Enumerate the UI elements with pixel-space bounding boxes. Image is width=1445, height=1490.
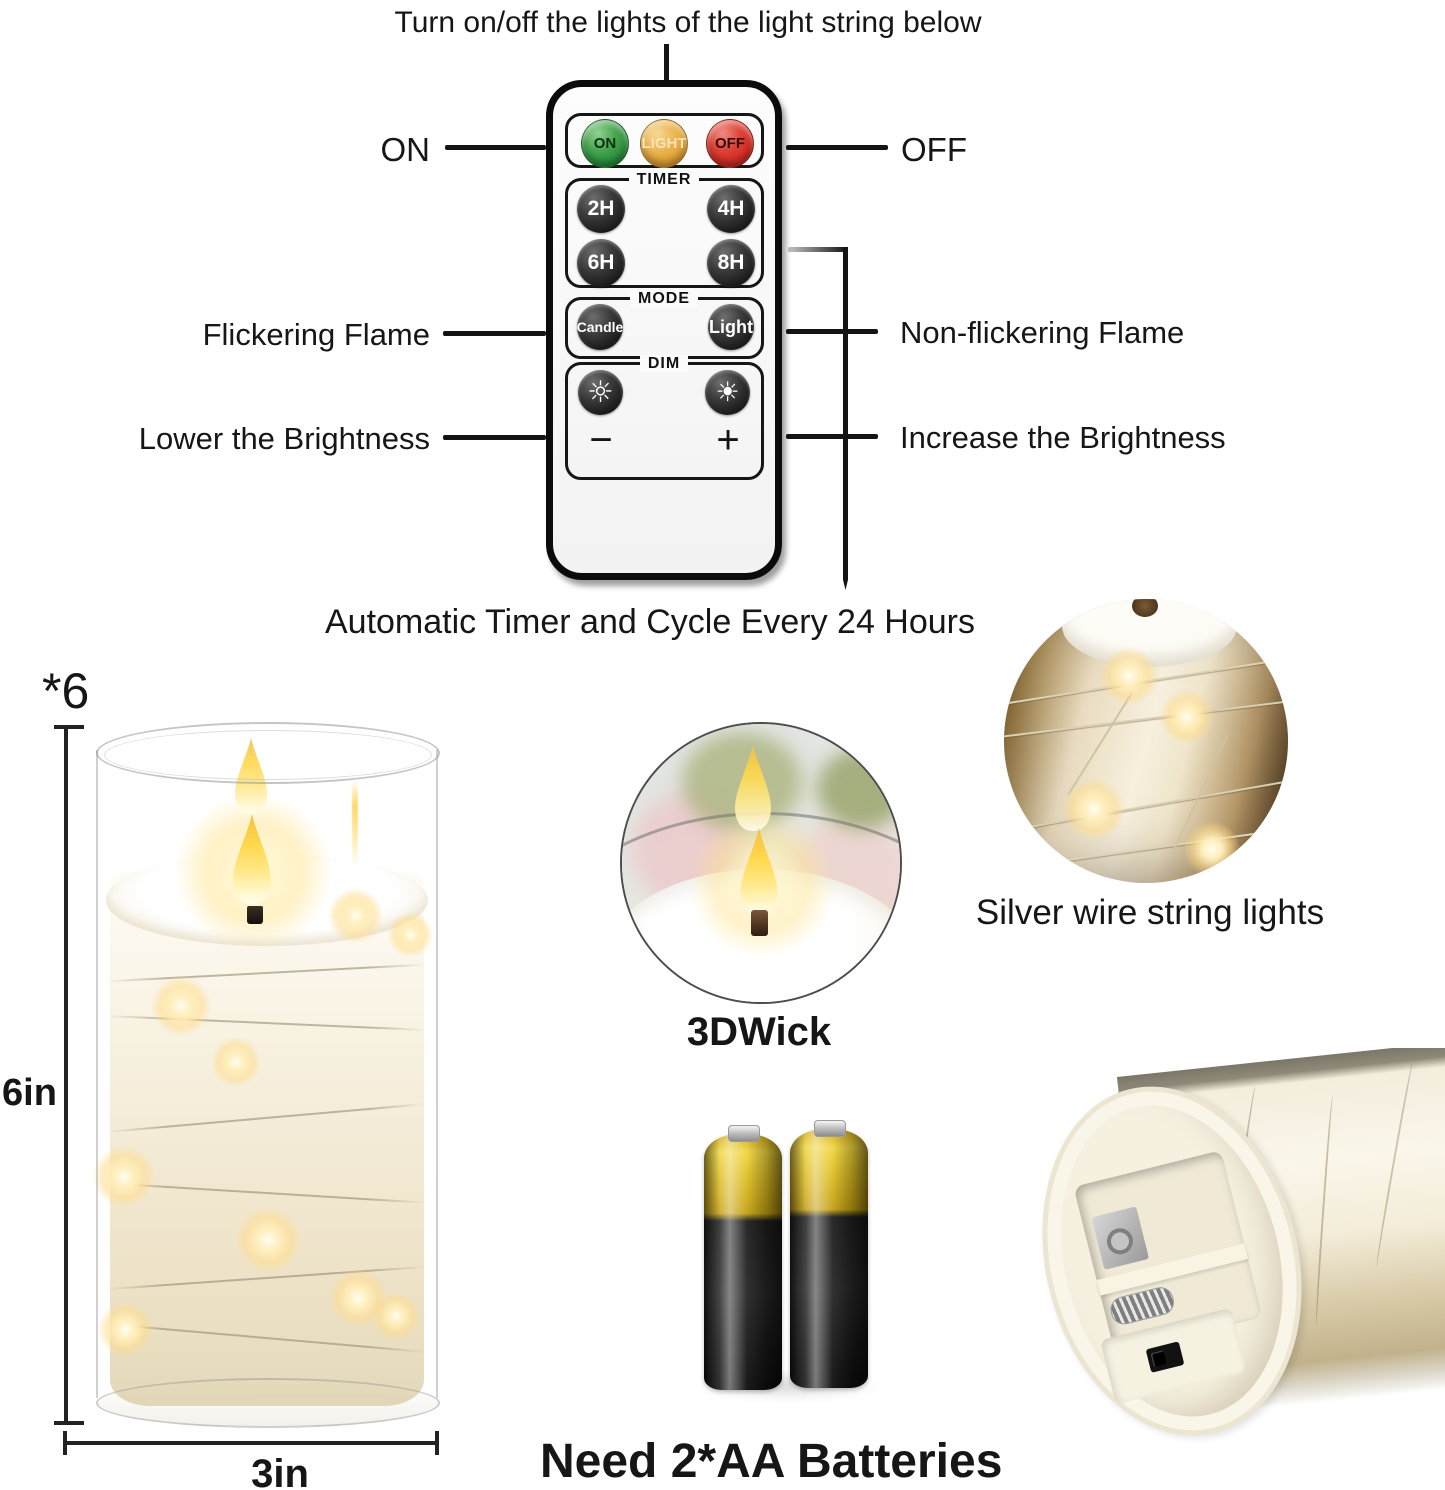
dim-button-group: ☼ ☀ − + <box>565 362 764 480</box>
callout-increase-line <box>786 434 878 439</box>
glass-right-edge <box>436 750 438 1398</box>
width-dimension-line <box>63 1441 439 1445</box>
bottom-caption: Automatic Timer and Cycle Every 24 Hours <box>324 603 976 641</box>
wick <box>247 906 263 924</box>
battery-contact-plate <box>1091 1206 1150 1270</box>
glass-reflection-streak <box>352 780 358 866</box>
wire-knot <box>1132 599 1158 617</box>
mode-light-button: Light <box>708 304 754 350</box>
dim-down-button: ☼ <box>578 370 623 415</box>
flame <box>233 813 271 905</box>
callout-off-label: OFF <box>901 131 967 168</box>
power-switch <box>1145 1341 1185 1373</box>
string-wire <box>1374 1059 1416 1268</box>
string-wire <box>1314 1096 1336 1326</box>
mode-group-title: MODE <box>630 290 698 307</box>
timer-4h-button: 4H <box>707 185 755 233</box>
string-light <box>1100 647 1158 705</box>
quantity-label: *6 <box>42 663 90 719</box>
string-lights-feature-label: Silver wire string lights <box>975 893 1325 932</box>
bracket-top-line <box>788 247 847 252</box>
glass-top-rim <box>96 722 440 784</box>
leaf-blur <box>817 749 900 829</box>
bracket-vertical-line <box>843 247 848 590</box>
string-light <box>151 976 211 1036</box>
string-light <box>98 1302 153 1357</box>
switch-nub <box>1150 1350 1167 1368</box>
glass-left-edge <box>96 750 98 1398</box>
timer-2h-button: 2H <box>577 185 625 233</box>
glass-inner-rim <box>104 730 432 780</box>
contact-rivet <box>1104 1225 1136 1258</box>
height-label: 6in <box>2 1072 57 1114</box>
candle-photo <box>93 722 440 1428</box>
remote-control: ON LIGHT OFF TIMER 2H 4H 6H 8H MODE Cand… <box>546 80 782 580</box>
callout-lower-line <box>443 435 546 440</box>
string-light <box>1160 690 1214 744</box>
wick <box>751 910 768 936</box>
timer-button-group: 2H 4H 6H 8H <box>565 178 764 288</box>
string-light <box>1063 778 1125 840</box>
remote-light-button: LIGHT <box>640 119 688 168</box>
flame <box>740 827 778 917</box>
wick-zoom-photo <box>620 722 902 1004</box>
timer-8h-button: 8H <box>707 239 755 287</box>
string-lights-zoom-photo <box>1004 599 1288 883</box>
callout-flickering-line <box>443 331 546 336</box>
battery-terminal <box>814 1120 846 1137</box>
string-light <box>235 1207 301 1273</box>
callout-flickering-label: Flickering Flame <box>202 317 430 352</box>
dim-group-title: DIM <box>639 355 689 372</box>
callout-lower-label: Lower the Brightness <box>138 421 430 456</box>
width-line-right-tick <box>435 1431 439 1455</box>
string-light <box>93 1146 155 1208</box>
callout-nonflickering-line <box>786 329 878 334</box>
callout-nonflickering-label: Non-flickering Flame <box>900 315 1185 350</box>
minus-symbol: − <box>589 418 613 462</box>
string-light <box>328 888 383 943</box>
string-light <box>211 1037 261 1087</box>
aa-battery <box>704 1125 782 1390</box>
height-line-bottom-tick <box>54 1421 84 1425</box>
dim-sun-icon: ☼ <box>587 375 614 410</box>
batteries-photo <box>693 1120 883 1407</box>
remote-on-button: ON <box>581 119 629 168</box>
width-label: 3in <box>251 1452 309 1490</box>
power-button-group: ON LIGHT OFF <box>565 113 764 168</box>
top-caption: Turn on/off the lights of the light stri… <box>394 6 982 39</box>
mode-candle-button: Candle <box>577 304 623 350</box>
aa-battery <box>790 1120 868 1388</box>
timer-6h-button: 6H <box>577 239 625 287</box>
battery-note-label: Need 2*AA Batteries <box>540 1435 1003 1488</box>
callout-on-label: ON <box>380 131 431 168</box>
glass-bottom-rim <box>96 1378 440 1428</box>
height-dimension-line <box>64 727 68 1423</box>
battery-terminal <box>728 1125 760 1142</box>
callout-on-line <box>445 145 546 150</box>
callout-increase-label: Increase the Brightness <box>900 420 1226 455</box>
bright-sun-icon: ☀ <box>715 377 740 408</box>
remote-off-button: OFF <box>706 119 754 168</box>
callout-off-line <box>786 145 888 150</box>
battery-compartment-photo <box>1040 1048 1445 1450</box>
dim-up-button: ☀ <box>705 370 750 415</box>
string-light <box>372 1292 420 1340</box>
timer-group-title: TIMER <box>628 171 700 188</box>
string-light <box>1184 821 1240 877</box>
width-line-left-tick <box>63 1431 67 1455</box>
plus-symbol: + <box>716 418 740 462</box>
string-light <box>388 912 433 957</box>
wick-feature-label: 3DWick <box>686 1010 832 1054</box>
flame-reflection <box>735 744 771 832</box>
height-line-top-tick <box>54 725 84 729</box>
caption-connector-line <box>664 44 669 80</box>
